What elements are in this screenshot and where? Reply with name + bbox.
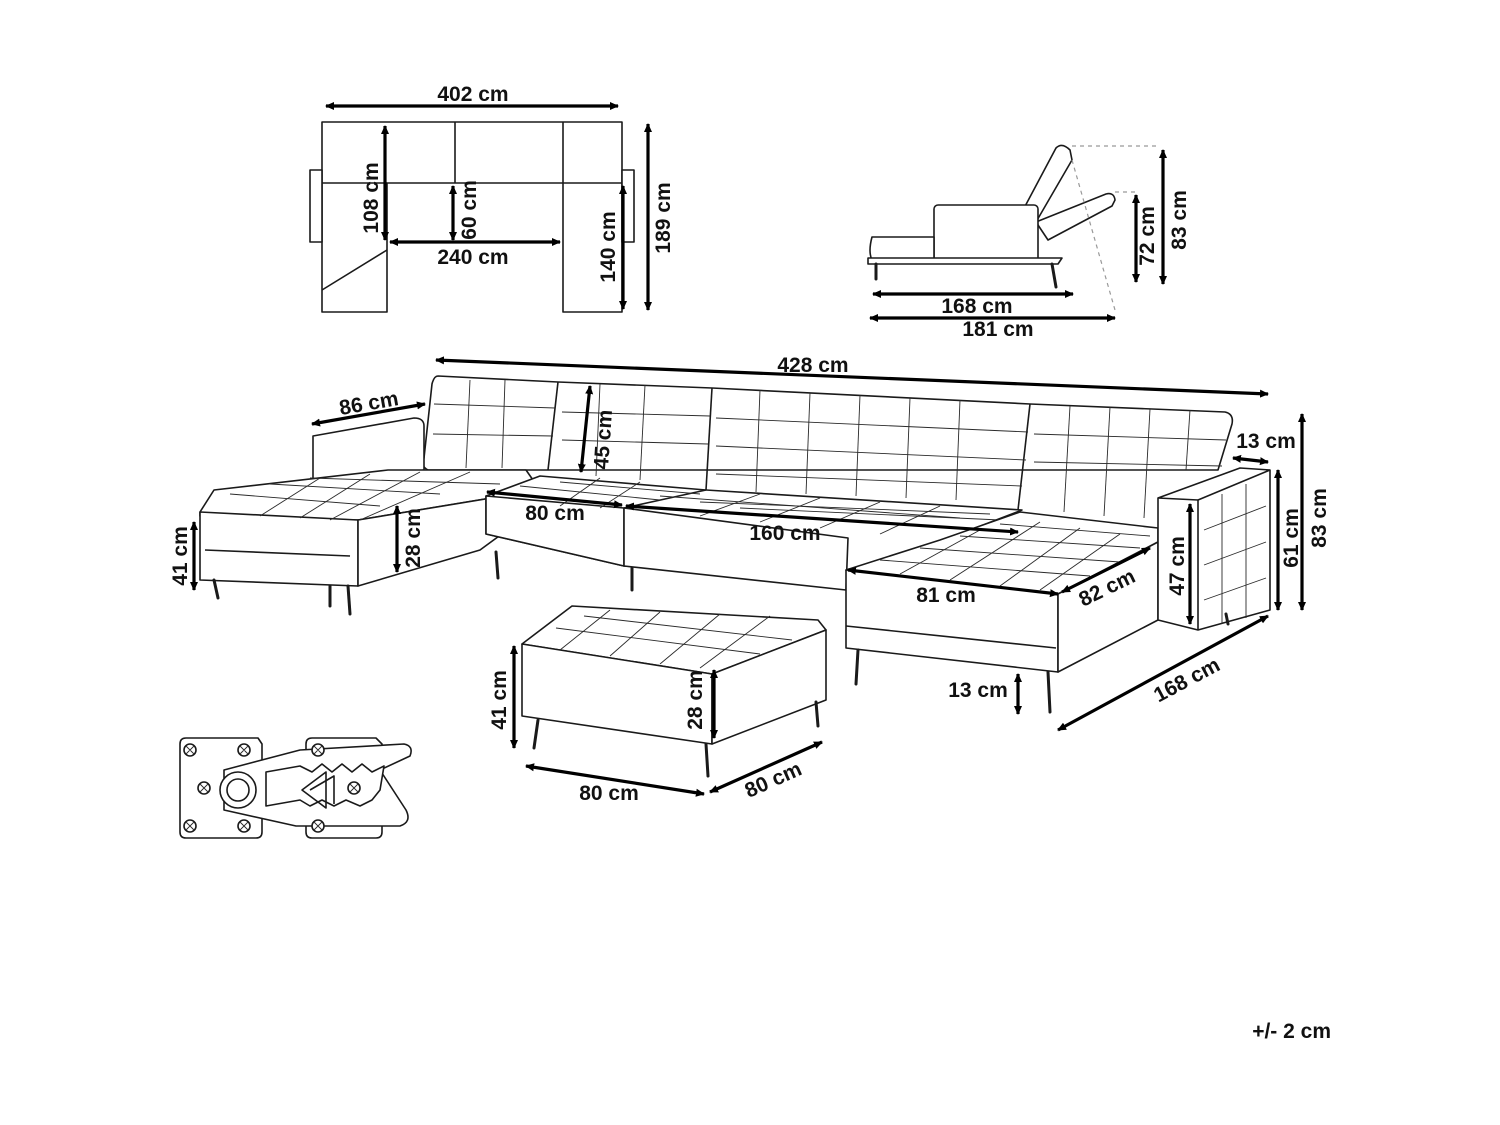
sofa-backrest — [421, 375, 1234, 519]
label-seat-height: 41 cm — [169, 526, 192, 586]
label-side-total-height: 83 cm — [1168, 190, 1191, 250]
label-arm-length: 86 cm — [338, 387, 401, 420]
hinge-mechanism — [179, 737, 412, 839]
label-top-total-depth: 189 cm — [652, 182, 675, 253]
label-top-width: 402 cm — [437, 83, 508, 106]
label-arm-height: 47 cm — [1166, 536, 1189, 596]
label-total-height: 83 cm — [1308, 488, 1331, 548]
label-middle-width: 160 cm — [749, 522, 820, 545]
label-top-depth-seat: 60 cm — [458, 180, 481, 240]
top-view-dimension-lines — [325, 102, 652, 311]
label-leg-height: 13 cm — [948, 679, 1008, 702]
label-seat-module-width: 80 cm — [525, 502, 585, 525]
tolerance-note: +/- 2 cm — [1252, 1020, 1331, 1043]
label-side-seat-length: 168 cm — [941, 295, 1012, 318]
label-backrest-height: 45 cm — [590, 409, 617, 470]
label-top-chaise-depth: 140 cm — [597, 211, 620, 282]
ottoman-dimension-lines — [510, 645, 823, 797]
ottoman — [521, 605, 827, 778]
label-ottoman-width: 80 cm — [579, 782, 639, 805]
label-top-inner-width: 240 cm — [437, 246, 508, 269]
label-cushion-height: 28 cm — [402, 508, 425, 568]
label-top-depth-arm: 108 cm — [360, 162, 383, 233]
label-arm-width: 13 cm — [1236, 430, 1296, 453]
label-ottoman-height: 41 cm — [488, 670, 511, 730]
label-overall-width: 428 cm — [777, 354, 848, 377]
label-ottoman-cushion: 28 cm — [684, 670, 707, 730]
side-view-dimension-lines — [869, 149, 1167, 322]
sofa-dimension-lines — [190, 356, 1306, 732]
side-view-outline — [867, 144, 1160, 311]
label-side-total-length: 181 cm — [962, 318, 1033, 341]
label-chaise-width: 81 cm — [916, 584, 976, 607]
hinge-screws — [183, 743, 361, 833]
label-arm-total-height: 61 cm — [1280, 508, 1303, 568]
label-side-back-height: 72 cm — [1136, 206, 1159, 266]
